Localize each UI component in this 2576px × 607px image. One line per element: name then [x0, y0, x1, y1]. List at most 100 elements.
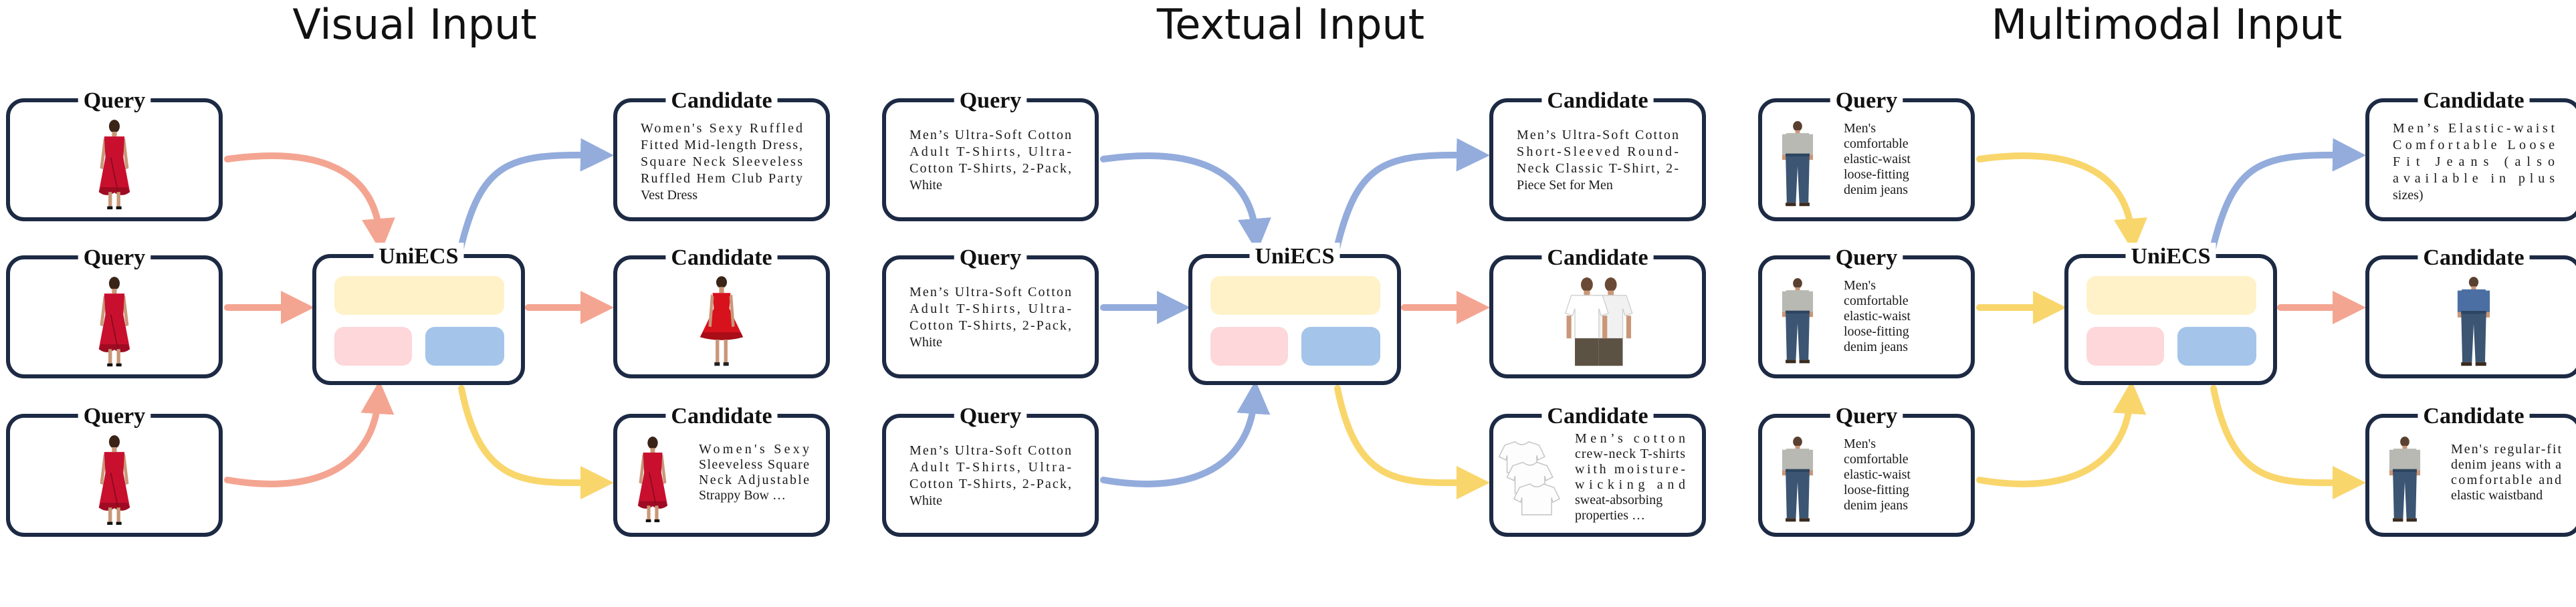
multimodal-input-query-box-1-line: Men's	[1844, 121, 1876, 136]
multimodal-input-candidate-box-1-line: sizes)	[2393, 188, 2424, 203]
multimodal-input-query-box-1-line: comfortable	[1844, 136, 1909, 151]
textual-input-candidate-box-3-line: wicking and	[1575, 477, 1685, 492]
multimodal-input-candidate-box-1-label-background	[2418, 87, 2530, 114]
multimodal-input-candidate-box-1-line: available in plus	[2393, 171, 2555, 186]
multimodal-input-uniecs-label-background	[2125, 243, 2216, 270]
multimodal-input-uniecs-pink-module	[2086, 327, 2164, 366]
visual-input-candidate-box-3-label: Candidate	[671, 404, 772, 429]
denim-jeans-icon	[1782, 437, 1814, 522]
textual-input-query-box-1-line: Adult T-Shirts, Ultra-	[909, 144, 1071, 159]
textual-input-arrow-query1	[1100, 152, 1271, 252]
textual-input-query-box-1-line: White	[909, 178, 942, 193]
visual-input-uniecs-pink-module	[334, 327, 412, 366]
textual-input-candidate-box-1-label-background	[1541, 87, 1654, 114]
visual-input-uniecs-yellow-module	[334, 276, 504, 315]
red-dress-icon	[98, 120, 130, 210]
textual-input-query-box-1-label: Query	[960, 88, 1022, 113]
multimodal-input-query-box-3-line: denim jeans	[1844, 498, 1908, 513]
textual-input-query-box-2	[882, 255, 1099, 378]
textual-input-candidate-box-1	[1489, 98, 1706, 221]
white-tshirt-stack-icon	[1498, 441, 1561, 515]
multimodal-input-query-box-2-line: Men's	[1844, 278, 1876, 293]
textual-input-query-box-3-label-background	[954, 402, 1027, 430]
multimodal-input-query-box-3-line: loose-fitting	[1844, 483, 1909, 497]
multimodal-input-query-box-1-label-background	[1830, 87, 1903, 114]
textual-input-candidate-box-2-label: Candidate	[1547, 245, 1648, 270]
visual-input-candidate-box-1-line: Fitted Mid-length Dress,	[641, 138, 802, 152]
multimodal-input-query-box-1-line: elastic-waist	[1844, 152, 1911, 166]
visual-input-candidate-box-1-label-background	[665, 87, 778, 114]
textual-input-candidate-box-3-line: crew-neck T-shirts	[1575, 447, 1685, 461]
textual-input-query-box-2-line: Men’s Ultra-Soft Cotton	[909, 285, 1071, 299]
textual-input-candidate-box-3-label: Candidate	[1547, 404, 1648, 429]
multimodal-input-candidate-box-3-line: denim jeans with a	[2451, 457, 2561, 472]
denim-jeans-model-icon	[2389, 437, 2421, 522]
textual-input-query-box-3-line: Adult T-Shirts, Ultra-	[909, 460, 1071, 475]
visual-input-arrow-query1	[224, 152, 395, 252]
visual-input-candidate-box-1-line: Women's Sexy Ruffled	[641, 121, 802, 136]
multimodal-input-candidate-box-3-line: elastic waistband	[2451, 488, 2543, 503]
textual-input-candidate-box-3-line: sweat-absorbing	[1575, 493, 1662, 507]
textual-input-query-box-1-label-background	[954, 87, 1027, 114]
multimodal-input-query-box-1-line: denim jeans	[1844, 183, 1908, 197]
textual-input-query-box-3	[882, 414, 1099, 537]
textual-input-query-box-3-line: Men’s Ultra-Soft Cotton	[909, 443, 1071, 458]
multimodal-input-candidate-box-1-label: Candidate	[2423, 88, 2524, 113]
multimodal-input-candidate-box-2-label: Candidate	[2423, 245, 2524, 270]
multimodal-input-uniecs-label: UniECS	[2131, 244, 2210, 269]
textual-input-candidate-box-3-line: with moisture-	[1575, 462, 1685, 477]
visual-input-candidate-box-3-line: Sleeveless Square	[699, 457, 809, 472]
textual-input-query-box-2-line: White	[909, 335, 942, 350]
textual-input-query-box-3-label: Query	[960, 404, 1022, 429]
textual-input-query-box-1	[882, 98, 1099, 221]
multimodal-input-candidate-box-2-label-background	[2418, 244, 2530, 271]
textual-input-uniecs-blue-module	[1301, 327, 1380, 366]
textual-input-candidate-box-1-line: Neck Classic T-Shirt, 2-	[1517, 161, 1679, 176]
multimodal-input-arrow-query1	[1976, 152, 2147, 252]
textual-input-query-box-2-line: Cotton T-Shirts, 2-Pack,	[909, 318, 1071, 333]
visual-input-query-box-3-label-background	[78, 402, 151, 430]
visual-input-candidate-box-3-line: Women's Sexy	[699, 442, 809, 457]
multimodal-input-section-title: Multimodal Input	[1992, 0, 2343, 49]
textual-input-candidate-box-3-label-background	[1541, 402, 1654, 430]
multimodal-input-query-box-3-label-background	[1830, 402, 1903, 430]
red-dress-icon	[98, 277, 130, 367]
multimodal-input-query-box-3-line: Men's	[1844, 437, 1876, 451]
multimodal-input-candidate-box-1-line: Fit Jeans (also	[2393, 154, 2555, 169]
textual-input-query-box-1-line: Cotton T-Shirts, 2-Pack,	[909, 161, 1071, 176]
visual-input-uniecs-label: UniECS	[379, 244, 458, 269]
multimodal-input-query-box-2-line: denim jeans	[1844, 340, 1908, 354]
multimodal-input-query-box-1-label: Query	[1836, 88, 1898, 113]
red-dress-icon	[98, 435, 130, 525]
visual-input-arrow-query3	[224, 380, 395, 487]
multimodal-input-query-box-1-line: loose-fitting	[1844, 167, 1909, 182]
denim-jeans-icon	[1782, 121, 1814, 207]
visual-input-candidate-box-3-line: Strappy Bow …	[699, 488, 786, 503]
visual-input-query-box-1-label: Query	[84, 88, 146, 113]
multimodal-input-arrow-query3	[1976, 380, 2147, 487]
multimodal-input-arrow-candidate1	[2209, 138, 2366, 254]
multimodal-input-query-box-2-line: elastic-waist	[1844, 309, 1911, 324]
textual-input-query-box-3-line: White	[909, 493, 942, 508]
multimodal-input-arrow-candidate3	[2210, 385, 2367, 500]
textual-input-candidate-box-1-line: Men’s Ultra-Soft Cotton	[1517, 128, 1679, 142]
textual-input-candidate-box-1-line: Piece Set for Men	[1517, 178, 1613, 193]
denim-outfit-model-icon	[2457, 277, 2490, 366]
multimodal-input-query-box-2-line: loose-fitting	[1844, 324, 1909, 339]
multimodal-input-candidate-box-3-label-background	[2418, 402, 2530, 430]
textual-input-query-box-3-line: Cotton T-Shirts, 2-Pack,	[909, 477, 1071, 491]
visual-input-query-box-2-label-background	[78, 244, 151, 271]
visual-input-query-box-2-label: Query	[84, 245, 146, 270]
visual-input-candidate-box-1-line: Vest Dress	[641, 188, 697, 203]
visual-input-arrow-candidate1	[457, 138, 614, 254]
textual-input-query-box-2-label-background	[954, 244, 1027, 271]
textual-input-candidate-box-2-label-background	[1541, 244, 1654, 271]
textual-input-arrow-candidate1	[1333, 138, 1490, 254]
white-tshirts-models-icon	[1564, 277, 1633, 366]
visual-input-uniecs-blue-module	[425, 327, 504, 366]
visual-input-candidate-box-2-label-background	[665, 244, 778, 271]
visual-input-section-title: Visual Input	[292, 0, 536, 49]
visual-input-uniecs-label-background	[373, 243, 464, 270]
